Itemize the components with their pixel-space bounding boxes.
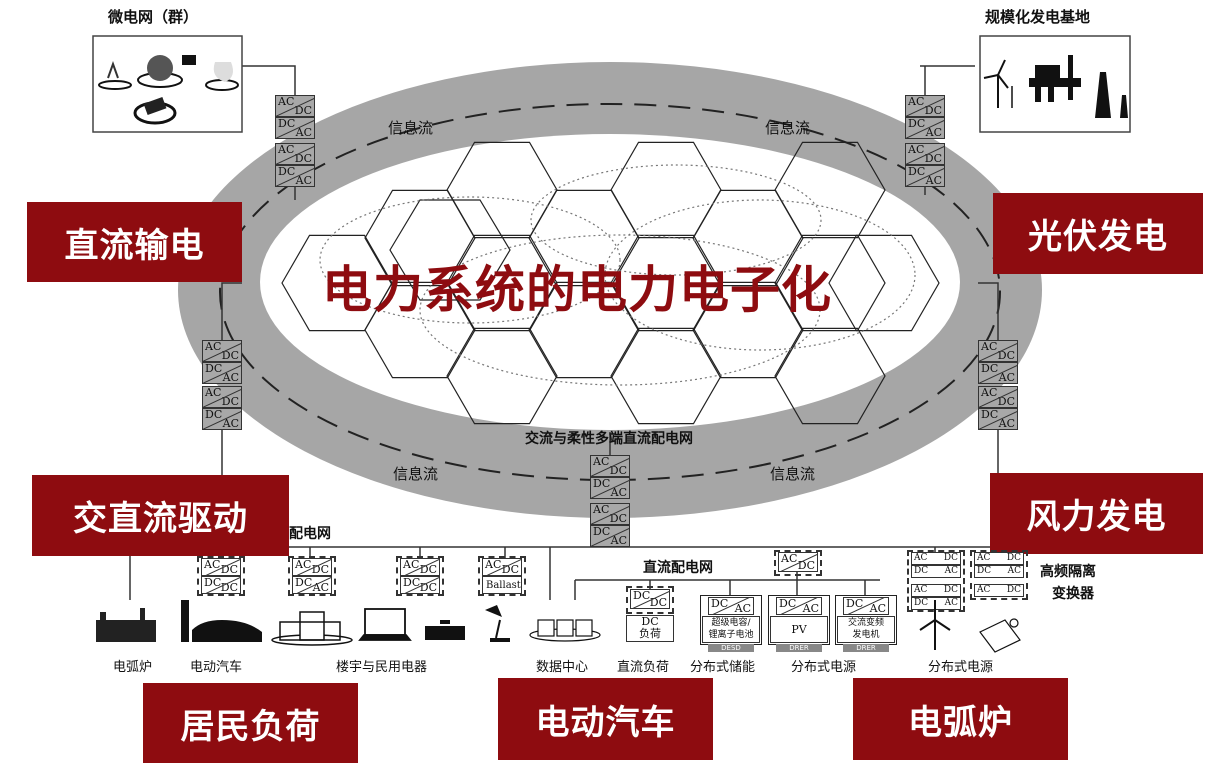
hexagon-cell: [774, 234, 886, 332]
label-dc-transmission: 直流输电: [27, 202, 242, 282]
hexagon-cell: [528, 281, 640, 379]
dotted-cell-regions: [319, 164, 916, 386]
bottom-label-distributed-source-2: 分布式电源: [928, 660, 994, 675]
label-residential-load: 居民负荷: [143, 683, 358, 763]
bottom-label-arc-furnace: 电弧炉: [113, 660, 153, 675]
bottom-label-dc-load: 直流负荷: [617, 660, 670, 675]
tag-drer-1: DRER: [776, 644, 822, 652]
label-arc-furnace: 电弧炉: [853, 678, 1068, 760]
microgrid-icons: [98, 55, 239, 125]
hexagon-cell: [446, 327, 558, 425]
label-wind-generation: 风力发电: [990, 473, 1203, 554]
bottom-label-distributed-source-1: 分布式电源: [791, 660, 857, 675]
hexagon-cell: [828, 234, 940, 332]
hexagon-cell: [774, 327, 886, 425]
dc-grid-label: 直流配电网: [643, 560, 713, 576]
dashed-network-ring: [219, 103, 1001, 481]
hexagon-cell: [692, 281, 804, 379]
label-electric-vehicle: 电动汽车: [498, 678, 713, 760]
info-flow-label-bottom-left: 信息流: [393, 465, 439, 483]
info-flow-label-bottom-right: 信息流: [770, 465, 816, 483]
ring-network-label: 交流与柔性多端直流配电网: [525, 431, 693, 447]
bottom-label-buildings: 楼宇与民用电器: [336, 660, 428, 675]
microgrid-label: 微电网（群）: [108, 8, 199, 26]
info-flow-label-top-right: 信息流: [765, 119, 811, 137]
tag-desd: DESD: [708, 644, 754, 652]
hexagon-grid: [389, 199, 511, 301]
hexagon-cells: [281, 141, 940, 425]
microgrid-image-box: [92, 35, 243, 133]
generation-base-icons: [983, 55, 1128, 118]
hf-isolation-label-1: 高频隔离: [1040, 564, 1096, 580]
bottom-label-storage: 分布式储能: [690, 660, 756, 675]
hf-isolation-label-2: 变换器: [1052, 586, 1094, 602]
bottom-label-ev: 电动汽车: [190, 660, 243, 675]
dc-load-text-1: DC: [641, 615, 659, 628]
generation-base-label: 规模化发电基地: [985, 8, 1091, 26]
hexagon-cell: [610, 327, 722, 425]
info-flow-label-top-left: 信息流: [388, 119, 434, 137]
hexagon-cell: [774, 141, 886, 239]
label-pv-generation: 光伏发电: [993, 193, 1203, 274]
ac-grid-label: 配电网: [289, 526, 331, 542]
tag-drer-2: DRER: [843, 644, 889, 652]
label-ac-dc-drive: 交直流驱动: [32, 475, 289, 556]
hexagon-cell: [364, 281, 476, 379]
dc-load-text-2: 负荷: [639, 627, 661, 640]
bottom-label-data-center: 数据中心: [536, 660, 589, 675]
hexagon-cell: [446, 234, 558, 332]
main-title: 电力系统的电力电子化: [322, 261, 832, 319]
